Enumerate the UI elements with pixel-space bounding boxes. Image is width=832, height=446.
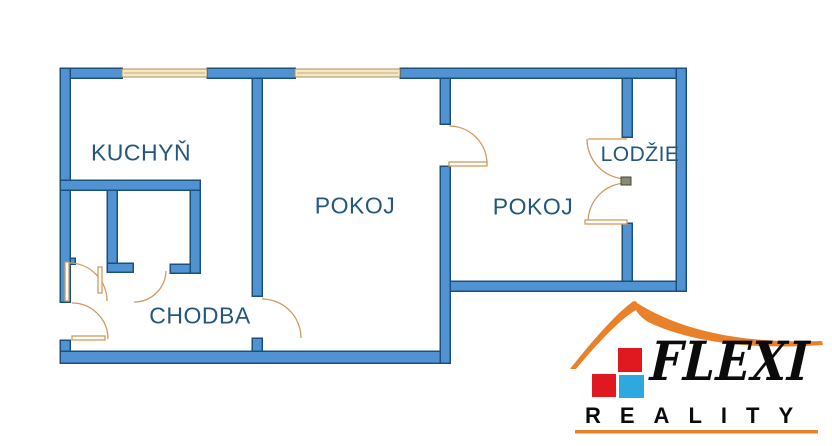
logo-underline	[575, 430, 818, 434]
door-arc-lodzie-bottom	[587, 182, 628, 223]
door-arc-lodzie-top	[586, 138, 628, 180]
room-label-kuchyn: KUCHYŇ	[90, 139, 192, 166]
wall-right	[675, 67, 687, 292]
wall-kuchyn-pokoj-stub	[251, 337, 263, 352]
logo-subtitle-text: REALITY	[585, 403, 813, 428]
doors-group	[64, 125, 632, 341]
wall-bathroom-right	[189, 189, 201, 274]
wall-lodzie-top	[621, 77, 633, 138]
roof-swoosh-icon	[570, 301, 823, 369]
door-arc-pokoj-pokoj	[448, 125, 488, 165]
red-square-icon	[618, 348, 642, 372]
wall-top-right	[399, 67, 687, 79]
wall-bottom-main	[59, 350, 451, 364]
room-label-chodba: CHODBA	[149, 302, 251, 329]
logo-graphics	[570, 301, 823, 434]
wall-top-middle	[206, 67, 296, 79]
wall-wc-bathroom-divider	[106, 189, 118, 264]
room-label-lodzie: LODŽIE	[600, 143, 680, 166]
red-square-icon	[592, 374, 616, 397]
door-leaf-entrance	[71, 335, 106, 341]
door-leaf-pokoj-pokoj	[448, 161, 488, 167]
room-label-pokoj-1: POKOJ	[314, 192, 396, 219]
wall-kuchyn-pokoj	[251, 77, 263, 297]
door-arc-entrance	[71, 302, 109, 340]
wall-lodzie-bottom	[621, 222, 633, 282]
windows-group	[121, 68, 401, 78]
wall-wc-jamb-stub	[69, 257, 76, 265]
wall-pokoj-divider-bottom	[439, 165, 451, 364]
wall-bottom-right-section	[443, 280, 687, 292]
door-leaf-lodzie-bottom	[584, 219, 628, 225]
wall-bathroom-bottom-stub	[169, 263, 191, 274]
door-leaf-wc-wall	[64, 261, 70, 302]
logo-brand-text: FLEXI	[648, 329, 812, 393]
wall-kuchyn-bottom	[59, 179, 201, 191]
door-arc-chodba-pokoj	[261, 298, 302, 339]
room-label-pokoj-2: POKOJ	[492, 193, 574, 220]
walls-group	[59, 67, 687, 364]
wall-wc-bottom-stub	[106, 262, 134, 273]
door-leaf-wc	[97, 266, 103, 294]
door-arc-bathroom	[133, 270, 167, 303]
door-handle-lodzie	[620, 176, 632, 186]
blue-square-icon	[619, 375, 644, 398]
door-arc-wc	[68, 262, 108, 302]
wall-pokoj-divider-top	[439, 77, 451, 125]
